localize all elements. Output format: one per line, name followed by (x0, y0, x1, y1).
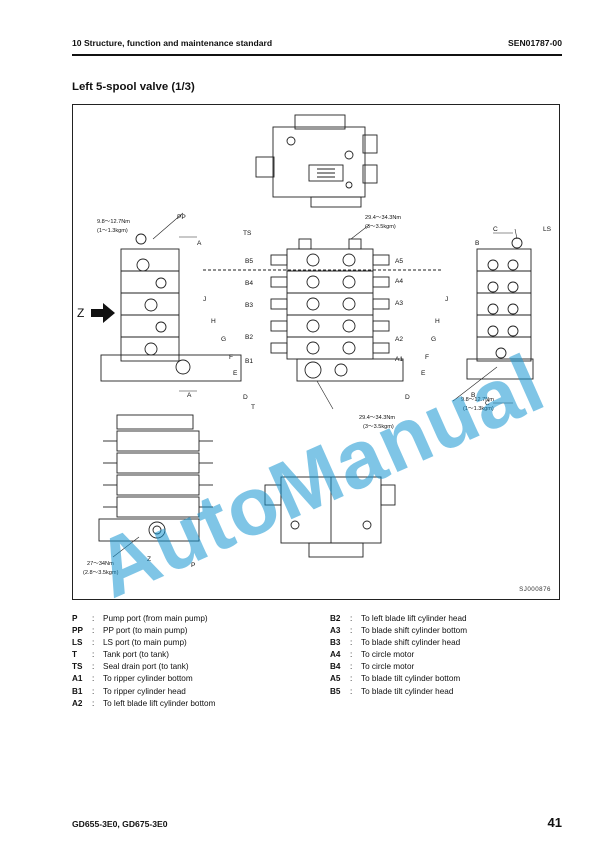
label-h-right: H (435, 318, 440, 325)
label-b-top: B (475, 240, 480, 247)
torque-pp-1: 9.8～12.7Nm (97, 219, 130, 225)
legend-item: B3:To blade shift cylinder head (330, 638, 461, 648)
torque-z-1: 27～34Nm (87, 561, 114, 567)
legend-item: B5:To blade tilt cylinder head (330, 686, 454, 696)
torque-b-1: 9.8～12.7Nm (461, 397, 494, 403)
label-d-right: D (405, 394, 410, 401)
label-b5: B5 (245, 258, 253, 265)
legend-item: T:Tank port (to tank) (72, 650, 169, 660)
valve-drawing: 9.8～12.7Nm (1～1.3kgm) 29.4～34.3Nm (3～3.5… (77, 114, 552, 576)
label-j-left: J (203, 296, 206, 303)
legend-item: LS:LS port (to main pump) (72, 638, 187, 648)
label-t: T (251, 404, 255, 411)
top-view (255, 114, 378, 208)
legend-item: PP:PP port (to main pump) (72, 626, 188, 636)
bottom-view (264, 476, 396, 558)
label-g-left: G (221, 336, 226, 343)
torque-t-2: (3～3.5kgm) (363, 424, 394, 430)
label-f-left: F (229, 354, 233, 361)
page-number: 41 (547, 815, 562, 830)
label-g-right: G (431, 336, 436, 343)
label-a2: A2 (395, 336, 403, 343)
label-a5: A5 (395, 258, 403, 265)
label-b3: B3 (245, 302, 253, 309)
left-side-view (100, 233, 242, 382)
legend-item: A2:To left blade lift cylinder bottom (72, 698, 216, 708)
label-h-left: H (211, 318, 216, 325)
torque-z-2: (2.8～3.5kgm) (83, 570, 119, 576)
bottom-left-view (98, 414, 213, 542)
label-pp: PP (177, 214, 186, 221)
label-b2: B2 (245, 334, 253, 341)
label-j-right: J (445, 296, 448, 303)
label-a-bottom: A (187, 392, 192, 399)
label-z: Z (77, 306, 84, 320)
figure-code: SJ000876 (519, 586, 551, 593)
valve-figure: 9.8～12.7Nm (1～1.3kgm) 29.4～34.3Nm (3～3.5… (72, 104, 560, 600)
legend-item: B4:To circle motor (330, 662, 415, 672)
right-side-view (466, 237, 534, 380)
legend-right: B2:To left blade lift cylinder head A3:T… (330, 613, 570, 698)
footer-model: GD655-3E0, GD675-3E0 (72, 819, 168, 829)
legend-item: P:Pump port (from main pump) (72, 614, 208, 623)
label-a3: A3 (395, 300, 403, 307)
label-a1: A1 (395, 356, 403, 363)
header-rule (72, 54, 562, 56)
torque-b-2: (1～1.3kgm) (463, 406, 494, 412)
page-title: Left 5-spool valve (1/3) (72, 81, 195, 93)
label-b4: B4 (245, 280, 253, 287)
label-b1: B1 (245, 358, 253, 365)
legend-item: A4:To circle motor (330, 650, 415, 660)
label-e-left: E (233, 370, 238, 377)
legend-item: TS:Seal drain port (to tank) (72, 662, 189, 672)
label-c-top: C (493, 226, 498, 233)
label-a4: A4 (395, 278, 403, 285)
front-view (203, 238, 443, 382)
label-a-top: A (197, 240, 202, 247)
label-c-bottom: C (485, 400, 490, 407)
z-arrow-icon (91, 303, 115, 323)
legend-item: B2:To left blade lift cylinder head (330, 614, 467, 623)
label-ls: LS (543, 226, 552, 233)
torque-ts-1: 29.4～34.3Nm (365, 215, 401, 221)
legend-left: P:Pump port (from main pump) PP:PP port … (72, 613, 312, 710)
label-b-bottom: B (471, 392, 476, 399)
section-title: 10 Structure, function and maintenance s… (72, 38, 273, 48)
legend-item: A5:To blade tilt cylinder bottom (330, 674, 461, 684)
legend-item: A3:To blade shift cylinder bottom (330, 626, 468, 636)
label-p: P (191, 562, 196, 569)
label-e-right: E (421, 370, 426, 377)
label-d-left: D (243, 394, 248, 401)
torque-ts-2: (3～3.5kgm) (365, 224, 396, 230)
label-z-bottom: Z (147, 556, 151, 563)
document-code: SEN01787-00 (508, 38, 562, 48)
label-ts: TS (243, 230, 252, 237)
drawing-labels: 9.8～12.7Nm (1～1.3kgm) 29.4～34.3Nm (3～3.5… (77, 214, 552, 576)
legend-item: B1:To ripper cylinder head (72, 686, 186, 696)
torque-t-1: 29.4～34.3Nm (359, 415, 395, 421)
label-f-right: F (425, 354, 429, 361)
legend-item: A1:To ripper cylinder bottom (72, 674, 193, 684)
torque-pp-2: (1～1.3kgm) (97, 228, 128, 234)
page-header: 10 Structure, function and maintenance s… (72, 38, 562, 56)
